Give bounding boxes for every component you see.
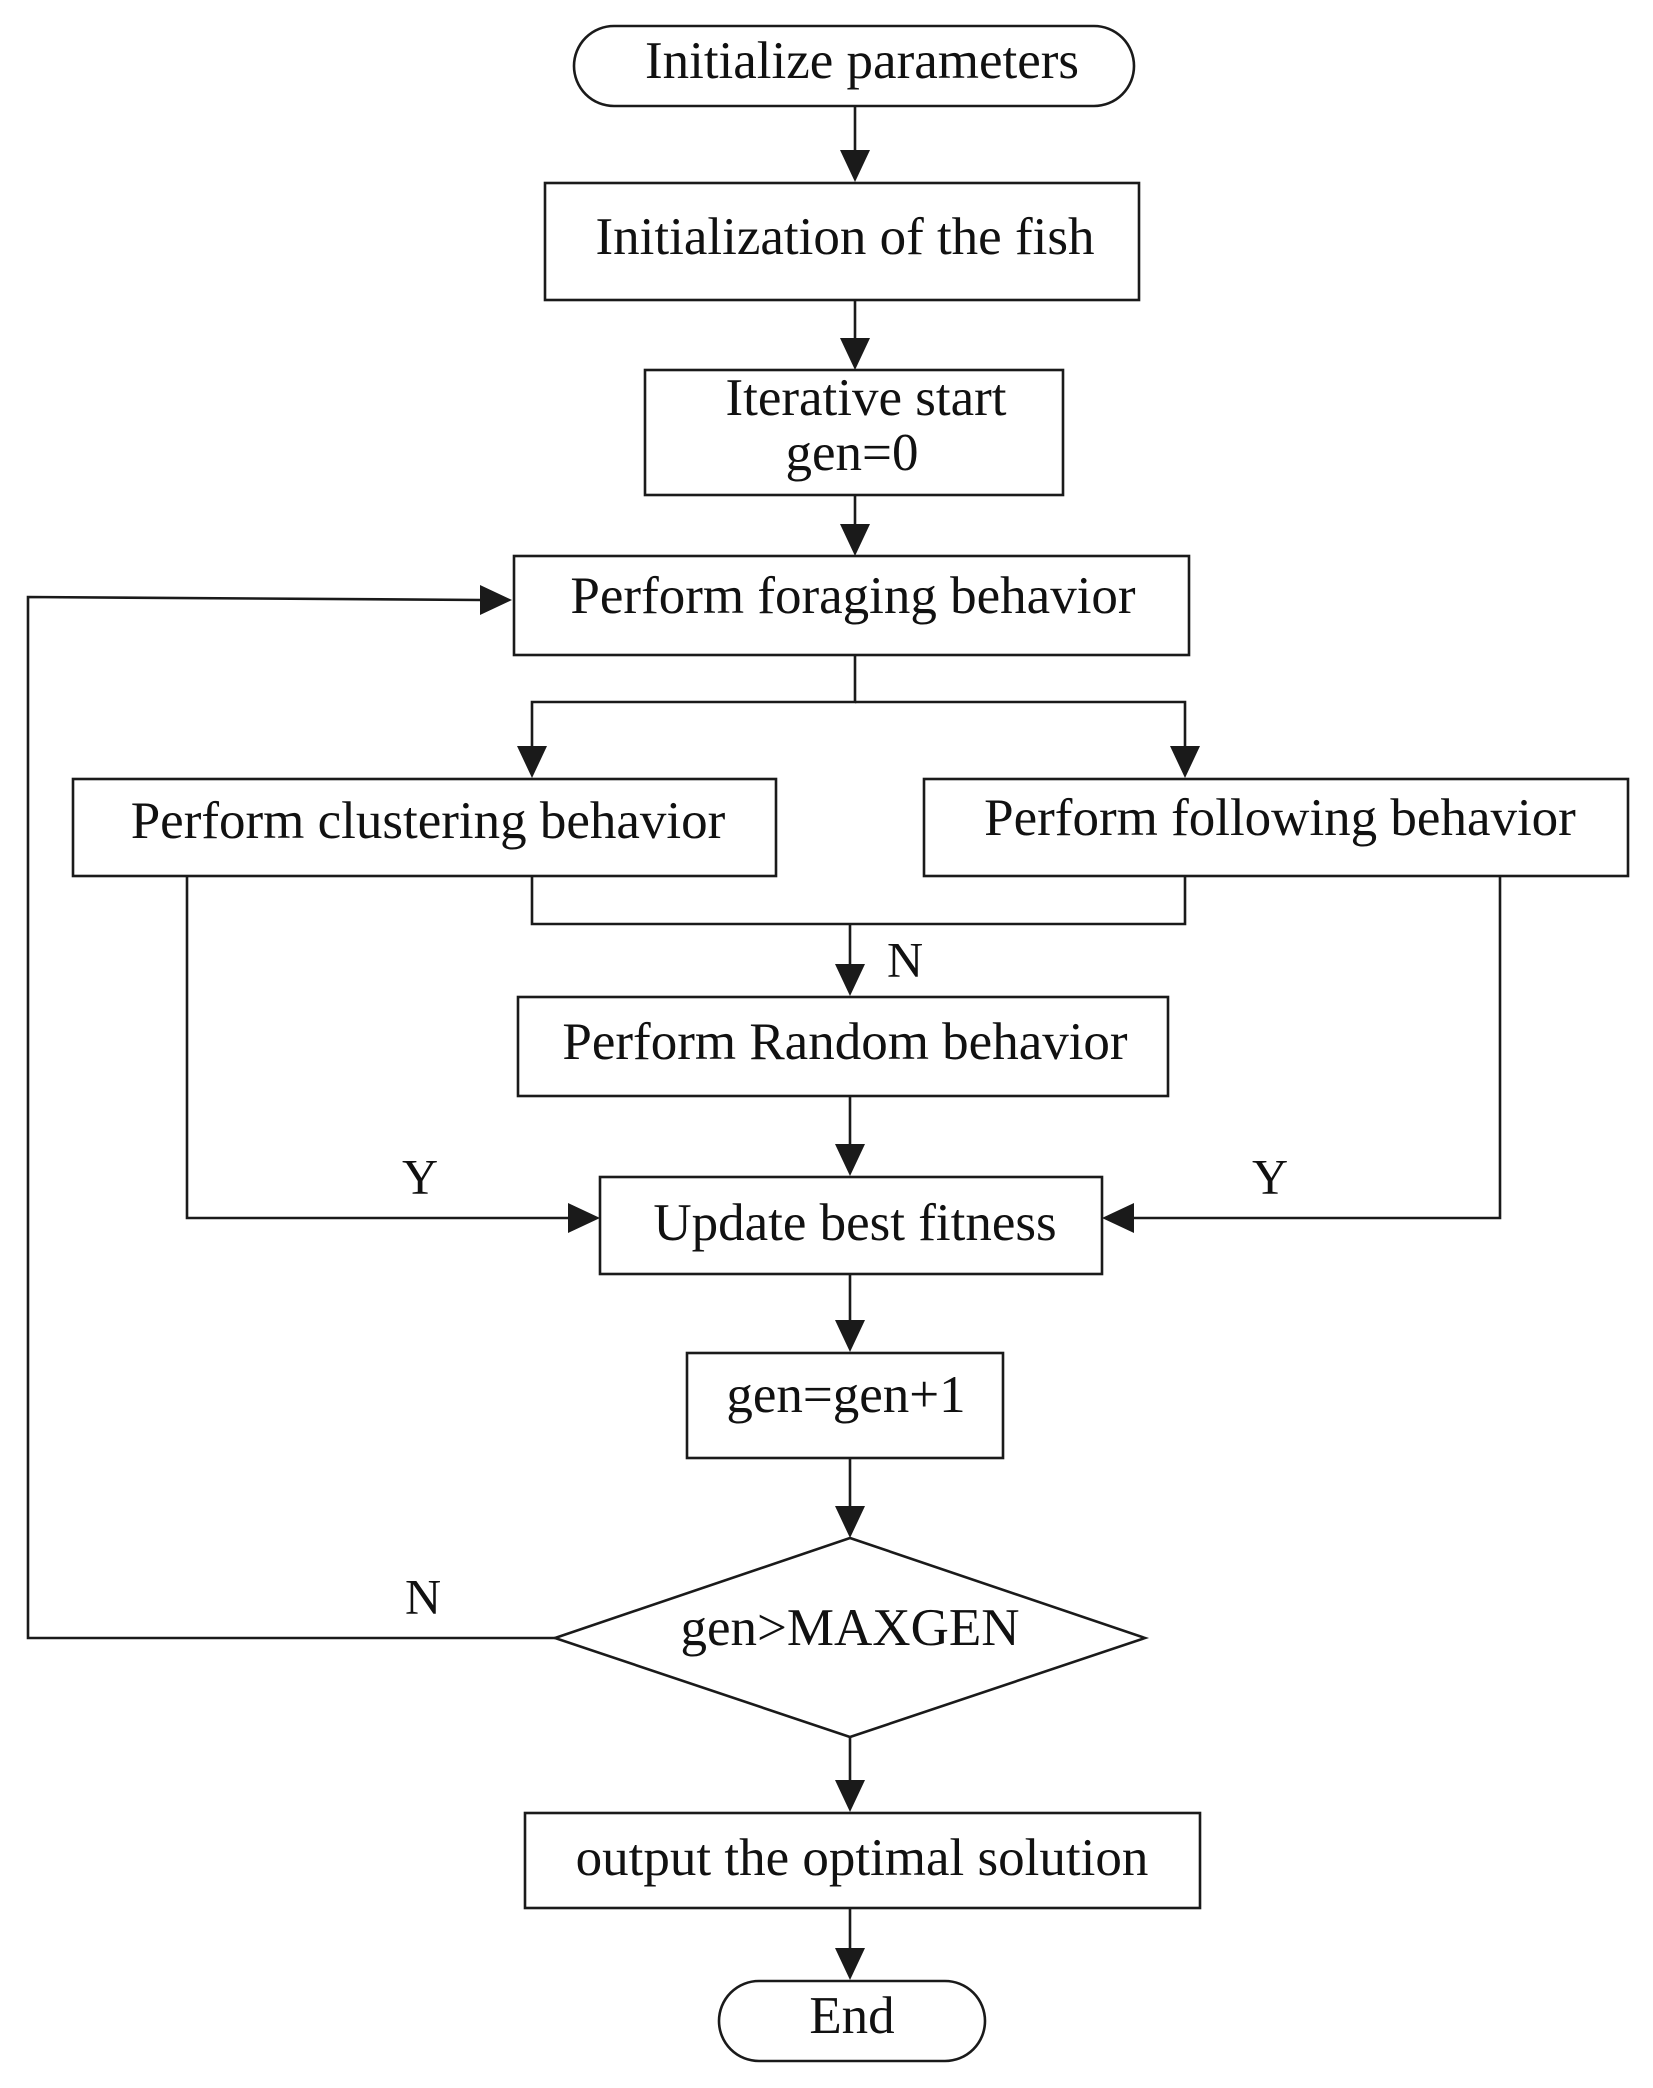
decision-diamond	[550, 1536, 1150, 1739]
init-fish-label: Initialization of the fish	[596, 208, 1095, 266]
edge-merge-to-random	[530, 876, 1187, 926]
arrowhead-loop-back	[480, 585, 512, 615]
edge-foraging-split	[530, 655, 857, 748]
increment-label: gen=gen+1	[726, 1366, 965, 1424]
arrowhead-decision	[835, 1506, 865, 1538]
clustering-label: Perform clustering behavior	[131, 792, 726, 850]
edge-foraging-split-right	[855, 700, 1187, 748]
edge-label-following-yes: Y	[1252, 1148, 1288, 1204]
arrowhead-init	[840, 150, 870, 182]
following-label: Perform following behavior	[984, 789, 1576, 847]
random-label: Perform Random behavior	[562, 1013, 1128, 1071]
iterative-start-box	[643, 368, 1065, 497]
edge-label-clustering-yes: Y	[402, 1148, 438, 1204]
arrowhead-end	[835, 1948, 865, 1980]
edge-clustering-yes	[185, 876, 570, 1220]
arrowhead-following-yes	[1102, 1203, 1134, 1233]
end-label: End	[809, 1987, 894, 2045]
arrowhead-random	[835, 964, 865, 996]
update-label: Update best fitness	[653, 1194, 1056, 1252]
arrowhead-clustering-yes	[568, 1203, 600, 1233]
increment-box	[685, 1351, 1005, 1460]
output-label: output the optimal solution	[576, 1829, 1149, 1887]
arrowhead-iter	[840, 338, 870, 370]
edge-following-yes	[1132, 876, 1502, 1220]
start-label: Initialize parameters	[645, 32, 1079, 90]
output-box	[523, 1811, 1202, 1910]
arrowhead-clustering	[517, 746, 547, 778]
following-box	[922, 777, 1630, 878]
iterative-start-label-line2: gen=0	[786, 424, 919, 482]
edge-label-loop-no: N	[405, 1568, 441, 1624]
arrowhead-following	[1170, 746, 1200, 778]
edge-label-to-random: N	[887, 931, 923, 987]
arrowhead-output	[835, 1780, 865, 1812]
end-terminator	[717, 1979, 987, 2063]
foraging-label: Perform foraging behavior	[570, 567, 1135, 625]
foraging-box	[512, 554, 1191, 657]
arrowhead-update	[835, 1144, 865, 1176]
iterative-start-label-line1: Iterative start	[725, 369, 1006, 427]
clustering-box	[71, 777, 778, 878]
update-box	[598, 1175, 1104, 1276]
arrowhead-foraging	[840, 524, 870, 556]
init-fish-box	[543, 181, 1141, 302]
start-terminator	[572, 24, 1136, 108]
arrowhead-increment	[835, 1320, 865, 1352]
edge-loop-back	[26, 595, 555, 1640]
random-box	[516, 995, 1170, 1098]
decision-label: gen>MAXGEN	[680, 1599, 1019, 1657]
